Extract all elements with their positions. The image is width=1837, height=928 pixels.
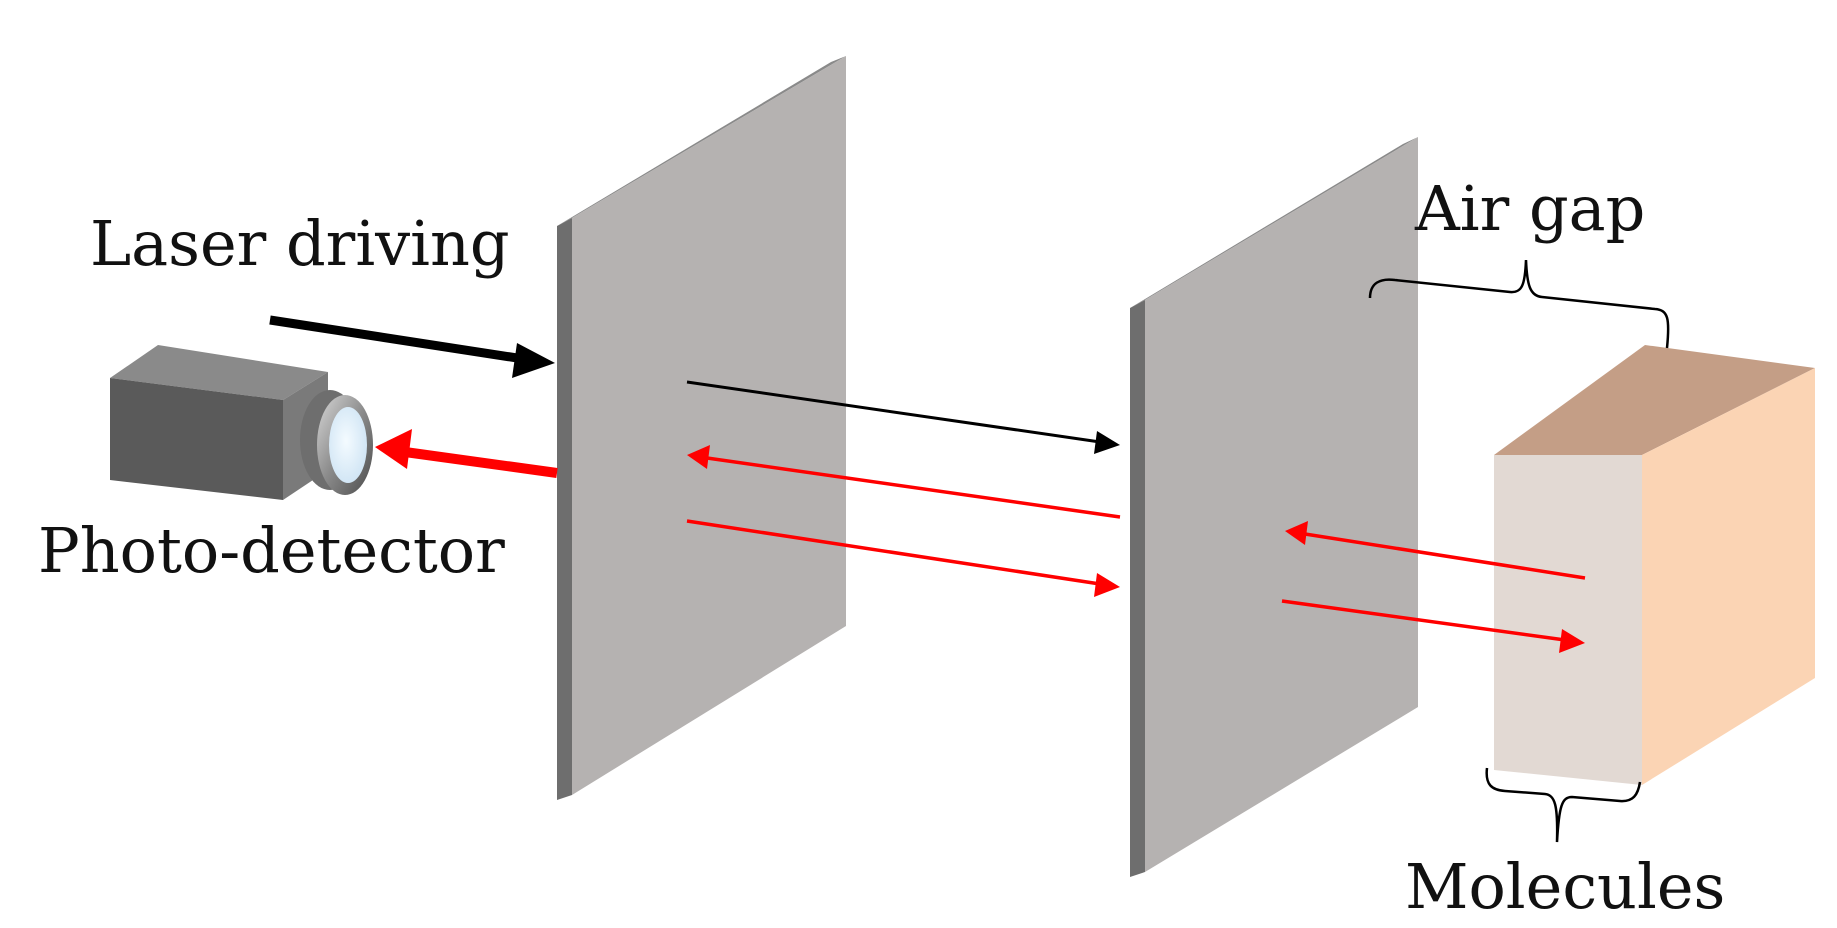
lens-glass — [329, 407, 367, 483]
laser-driving-label: Laser driving — [90, 207, 510, 280]
air-gap-label: Air gap — [1414, 172, 1645, 245]
sample-front-face — [1494, 455, 1642, 785]
cavity-return-arrow — [687, 445, 1121, 519]
beams — [269, 315, 1586, 653]
photo-detector-label: Photo-detector — [38, 514, 505, 587]
mirror-left-edge — [557, 218, 572, 800]
gap-forward-arrow — [1281, 599, 1585, 653]
gap-return-arrow — [1285, 521, 1586, 580]
mirror-left — [557, 56, 846, 800]
camera-front — [110, 378, 283, 500]
sample-block — [1494, 345, 1815, 785]
mirror-right-top-edge — [1130, 137, 1418, 308]
camera-icon — [110, 345, 373, 500]
mirror-left-face — [572, 56, 846, 795]
cavity-forward-arrow — [686, 519, 1120, 597]
cavity-laser-arrow — [686, 380, 1120, 454]
mirror-right-face — [1145, 137, 1418, 872]
laser-input-arrow — [269, 315, 555, 378]
sample-top-face — [1494, 345, 1815, 455]
mirror-left-top-edge — [557, 56, 846, 226]
sample-side-face — [1642, 368, 1815, 785]
mirror-right-edge — [1130, 300, 1145, 877]
molecules-brace — [1485, 767, 1642, 843]
air-gap-brace — [1368, 259, 1670, 349]
camera-top — [110, 345, 328, 400]
molecules-label: Molecules — [1405, 850, 1725, 923]
mirror-right — [1130, 137, 1418, 877]
detector-signal-arrow — [375, 429, 558, 478]
